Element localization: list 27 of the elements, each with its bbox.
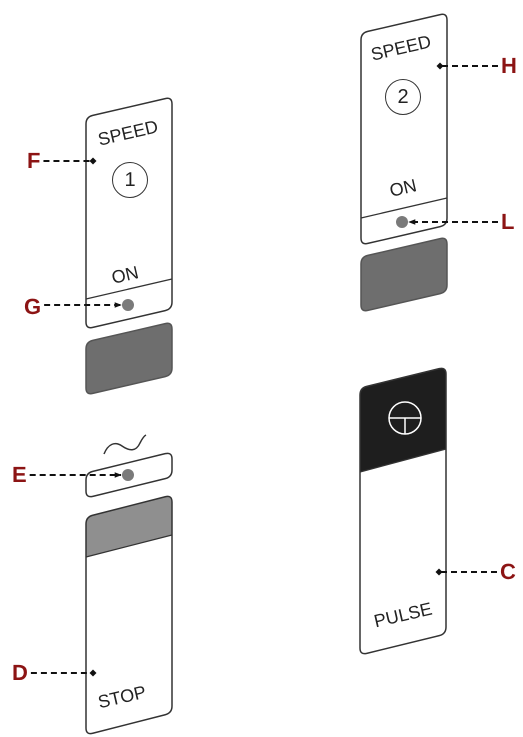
callout-letter: E — [12, 464, 27, 486]
leader-line — [436, 568, 497, 576]
push-button — [86, 495, 172, 735]
push-button — [360, 367, 446, 655]
callout-letter: C — [500, 561, 516, 583]
button-label: PULSE — [372, 600, 434, 630]
callout-letter: G — [24, 296, 42, 318]
push-button — [361, 13, 447, 245]
button-label: ON — [388, 176, 418, 200]
leader-line — [436, 62, 498, 70]
button-label: SPEED — [96, 117, 160, 149]
button-label: STOP — [96, 682, 148, 712]
leader-line — [43, 158, 96, 164]
leader-line — [408, 219, 498, 225]
leader-line — [44, 302, 122, 308]
callout-letter: L — [501, 211, 514, 233]
leader-line — [30, 670, 96, 676]
callout-letter: F — [27, 150, 40, 172]
push-button — [86, 322, 172, 395]
button-label: ON — [110, 263, 140, 287]
push-button — [361, 237, 447, 312]
button-label: SPEED — [369, 32, 433, 64]
push-button — [86, 97, 172, 329]
callout-letter: D — [12, 662, 28, 684]
indicator-strip — [86, 452, 172, 498]
leader-line — [30, 472, 122, 478]
callout-letter: H — [501, 55, 517, 77]
